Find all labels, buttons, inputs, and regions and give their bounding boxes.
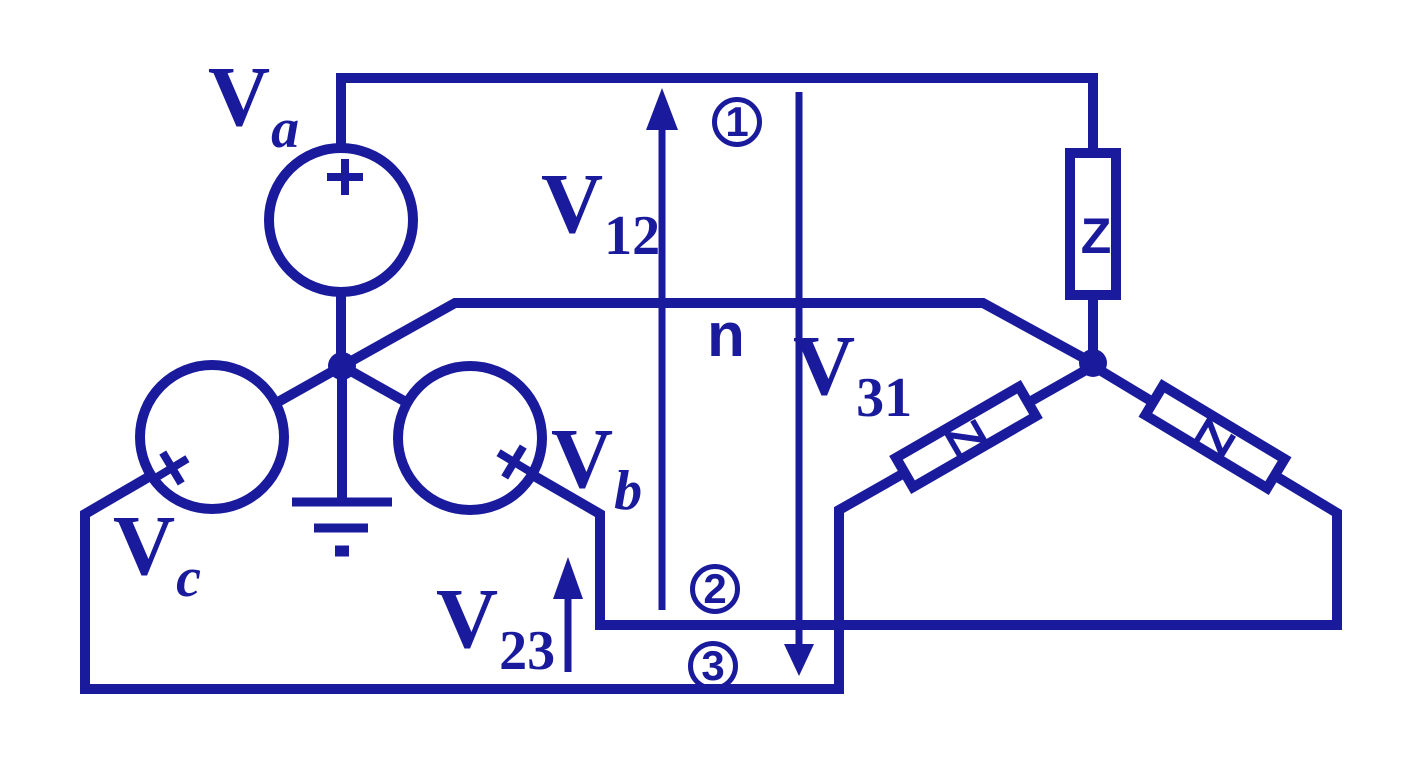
neutral-wire [343,298,1094,369]
load-neutral-node-dot [1079,349,1107,377]
vc-plus-icon [154,450,190,486]
label-v31-sub: 31 [856,367,913,429]
label-v23-main: V [436,570,499,666]
label-vc-sub: c [176,547,201,609]
node-3-number: 3 [701,642,725,689]
neutral-label: n [707,301,745,370]
v23-arrow [553,557,583,672]
impedance-top-box [1065,148,1121,300]
label-vb: V b [551,415,642,519]
label-vb-main: V [551,410,614,506]
impedance-right-box [1138,378,1292,496]
label-vb-sub: b [614,460,643,522]
v12-arrow [646,88,678,610]
label-vc: V c [113,502,201,606]
label-v23: V 23 [436,575,555,679]
node-3-badge: 3 [688,641,738,691]
line-1-wire [336,73,1098,152]
vb-source-circle [393,361,547,515]
line-3-wire [80,361,1096,694]
v31-arrow [784,92,814,676]
line-2-wire [533,361,1342,630]
label-va-sub: a [271,98,300,160]
label-vc-main: V [113,497,176,593]
label-v12: V 12 [541,160,660,264]
node-2-badge: 2 [690,564,740,614]
vb-plus-icon [496,444,532,480]
label-v23-sub: 23 [499,620,556,682]
va-plus-icon [327,159,363,195]
node-1-number: 1 [725,98,749,145]
va-source-circle [264,143,418,297]
vc-source-circle [135,360,289,514]
label-v31-main: V [793,317,856,413]
impedance-top-label: Z [1080,208,1112,264]
label-va-main: V [208,48,271,144]
label-v31: V 31 [793,322,912,426]
label-va: V a [208,53,299,157]
node-1-badge: 1 [712,97,762,147]
source-neutral-node-dot [328,352,356,380]
node-2-number: 2 [703,565,727,612]
ground-icon [292,366,392,557]
impedance-left-box [889,379,1043,495]
label-v12-main: V [541,155,604,251]
label-v12-sub: 12 [604,205,661,267]
